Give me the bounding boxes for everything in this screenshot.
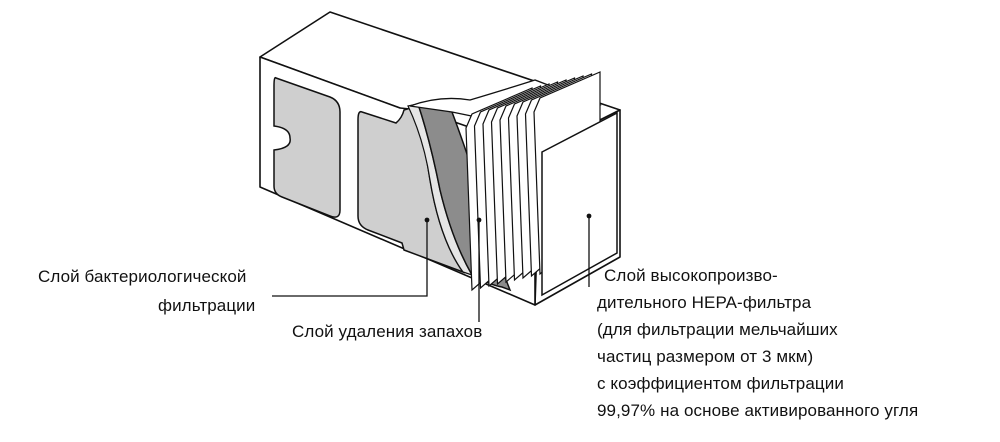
label-hepa-line3: (для фильтрации мельчайших	[597, 320, 838, 339]
label-bacterial-line2: фильтрации	[158, 296, 256, 315]
hepa-front-sheet	[541, 111, 618, 297]
marker-odor	[476, 217, 482, 223]
label-hepa-line2: дительного HEPA-фильтра	[597, 293, 812, 312]
label-hepa-line4: частиц размером от 3 мкм)	[597, 347, 814, 366]
bacterial-panel-left	[273, 76, 341, 218]
marker-hepa	[586, 213, 592, 219]
leader-bacterial	[272, 220, 428, 297]
marker-bacterial	[424, 217, 430, 223]
label-hepa-line6: 99,97% на основе активированного угля	[597, 401, 919, 420]
label-hepa-line1: Слой высокопроизво-	[604, 266, 778, 285]
label-hepa-line5: с коэффициентом фильтрации	[597, 374, 844, 393]
label-odor: Слой удаления запахов	[292, 322, 483, 341]
label-bacterial-line1: Слой бактериологической	[38, 267, 247, 286]
